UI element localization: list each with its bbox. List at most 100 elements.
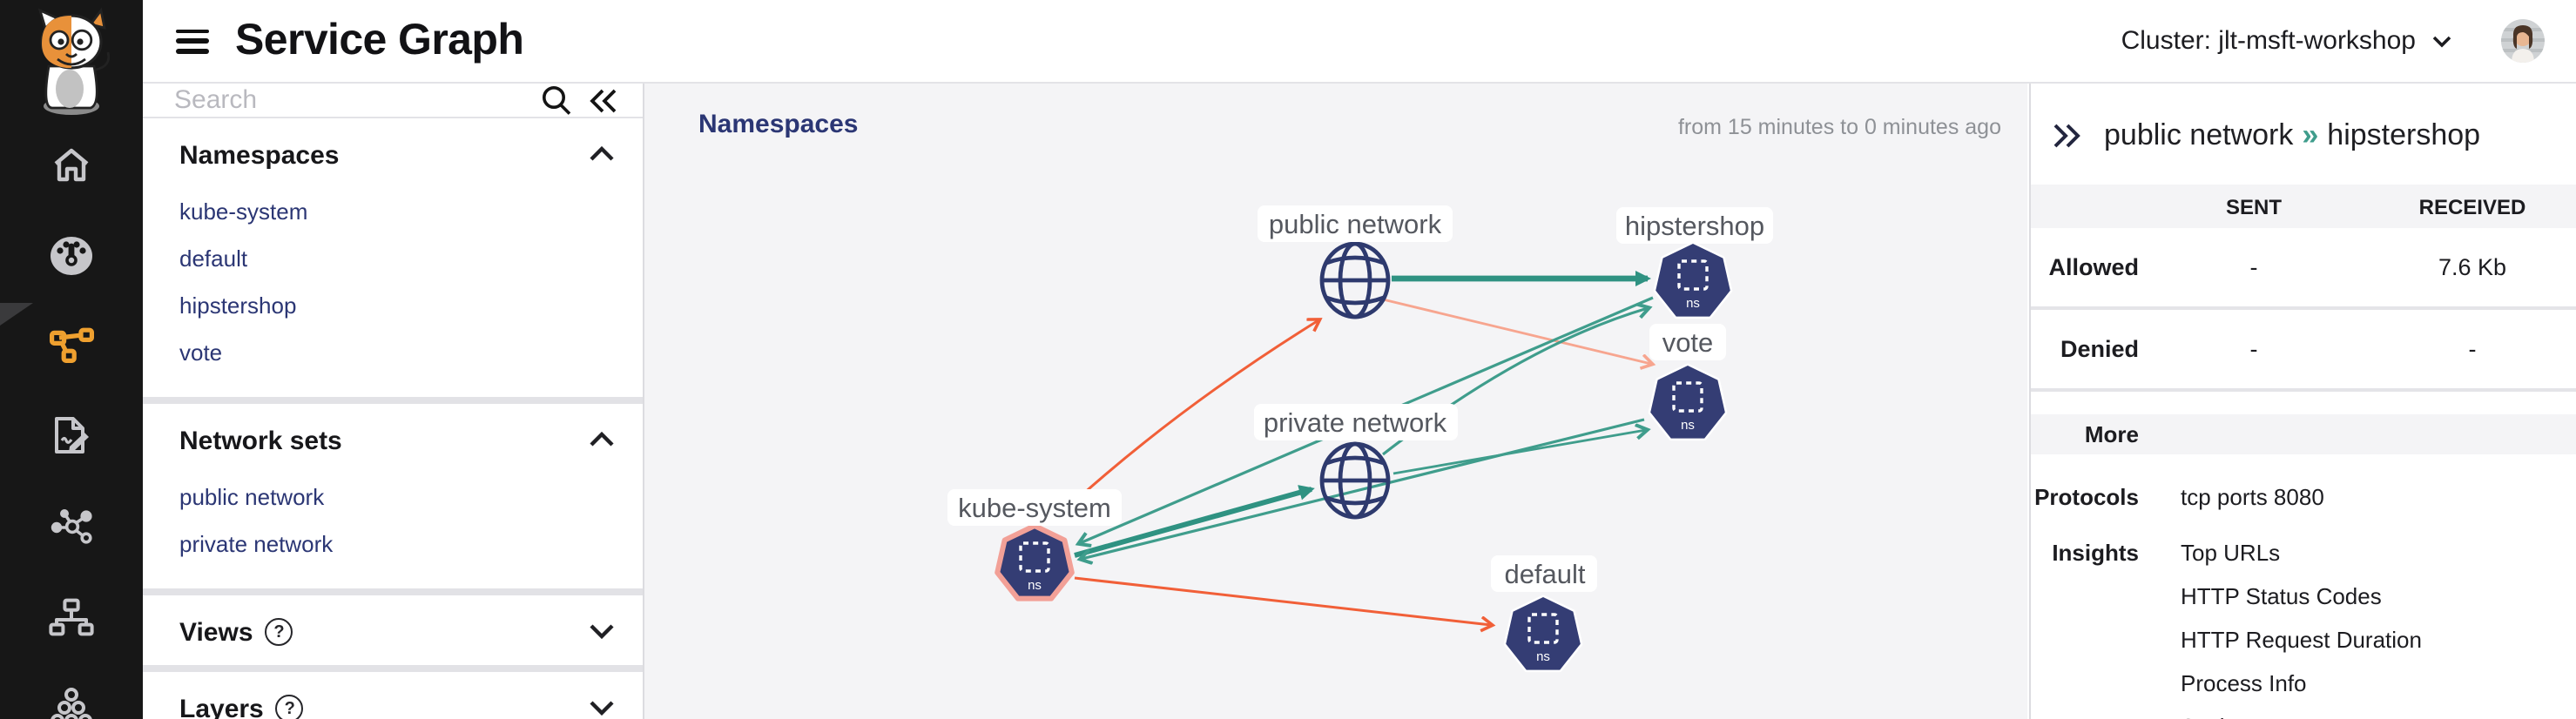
traffic-table-header: SENT RECEIVED [2031, 185, 2576, 228]
svg-text:ns: ns [1028, 578, 1042, 593]
chevron-up-icon[interactable] [589, 425, 615, 456]
section-views-header[interactable]: Views ? [143, 595, 643, 665]
home-icon[interactable] [49, 143, 94, 186]
section-network-sets-header[interactable]: Network sets [143, 404, 643, 474]
icon-rail [0, 0, 143, 719]
col-sent: SENT [2225, 194, 2282, 218]
collapse-panel-icon[interactable] [587, 86, 618, 114]
node-label-public-network[interactable]: public network [1258, 205, 1453, 242]
protocols-value: tcp ports 8080 [2181, 484, 2324, 510]
namespace-item[interactable]: vote [179, 339, 223, 366]
service-graph-canvas[interactable]: Namespaces from 15 minutes to 0 minutes … [644, 84, 2027, 719]
section-namespaces: Namespaces kube-system default hipstersh… [143, 118, 643, 404]
col-received: RECEIVED [2418, 194, 2526, 218]
chevron-up-icon[interactable] [589, 139, 615, 171]
cluster-nodes-icon[interactable] [49, 686, 94, 719]
namespace-item[interactable]: kube-system [179, 198, 308, 225]
edge-vote-kube-system[interactable] [1082, 418, 1645, 559]
edge-details-title: public network » hipstershop [2031, 84, 2576, 185]
more-label: More [2084, 421, 2139, 447]
node-kube-system[interactable]: ns [995, 523, 1075, 601]
section-namespaces-header[interactable]: Namespaces [143, 118, 643, 188]
section-title: Layers [179, 694, 264, 719]
search-icon[interactable] [540, 84, 573, 117]
node-public-network[interactable] [1319, 241, 1391, 319]
insight-item: Process Info [2181, 670, 2307, 696]
network-set-item[interactable]: private network [179, 531, 334, 557]
section-layers: Layers ? [143, 672, 643, 719]
svg-text:ns: ns [1681, 418, 1695, 433]
namespace-item[interactable]: default [179, 245, 248, 272]
canvas-heading: Namespaces [698, 110, 858, 138]
section-views: Views ? [143, 595, 643, 672]
help-icon[interactable]: ? [275, 695, 304, 719]
svg-text:ns: ns [1686, 296, 1700, 311]
more-section-header[interactable]: More [2031, 414, 2576, 454]
svg-text:ns: ns [1536, 649, 1550, 664]
node-label-vote[interactable]: vote [1649, 324, 1726, 360]
row-label: Allowed [2048, 254, 2139, 280]
chevron-down-icon[interactable] [589, 616, 615, 648]
svg-text:public network: public network [1269, 209, 1442, 239]
protocols-label: Protocols [2034, 484, 2139, 510]
time-range-label: from 15 minutes to 0 minutes ago [1678, 115, 2001, 139]
allowed-received-value: 7.6 Kb [2438, 254, 2507, 280]
help-icon[interactable]: ? [265, 618, 293, 646]
top-bar: Service Graph Cluster: jlt-msft-workshop [143, 0, 2576, 84]
insights-label: Insights [2052, 540, 2139, 566]
cluster-label: Cluster: jlt-msft-workshop [2121, 26, 2416, 56]
section-network-sets: Network sets public network private netw… [143, 404, 643, 595]
node-label-private-network[interactable]: private network [1254, 404, 1458, 440]
edge-private-network-vote[interactable] [1393, 430, 1646, 475]
edge-kube-system-private-network[interactable] [1074, 485, 1315, 558]
edge-public-network-vote[interactable] [1382, 298, 1651, 364]
filters-panel: Namespaces kube-system default hipstersh… [143, 84, 644, 719]
insight-item: HTTP Request Duration [2181, 627, 2422, 653]
chevron-down-icon[interactable] [589, 693, 615, 719]
section-title: Views [179, 617, 253, 647]
active-item-wedge [0, 303, 33, 348]
table-row-allowed: Allowed - 7.6 Kb [2031, 228, 2576, 310]
app-logo-cat[interactable] [21, 7, 122, 118]
network-set-item[interactable]: public network [179, 484, 325, 510]
report-editor-icon[interactable] [49, 414, 94, 458]
hamburger-menu-icon[interactable] [176, 29, 209, 53]
flow-direction-icon: » [2302, 118, 2319, 151]
section-title: Namespaces [179, 140, 340, 170]
protocols-row: Protocols tcp ports 8080 [2031, 484, 2576, 510]
node-hipstershop[interactable]: ns [1653, 241, 1733, 319]
insights-row: Insights Top URLs HTTP Status Codes HTTP… [2031, 540, 2576, 719]
svg-text:default: default [1504, 559, 1585, 589]
dashboard-gauge-icon[interactable] [49, 233, 94, 277]
search-input[interactable] [174, 85, 526, 115]
user-avatar[interactable] [2501, 19, 2545, 63]
traffic-table: SENT RECEIVED Allowed - 7.6 Kb Denied - … [2031, 185, 2576, 392]
denied-received-value: - [2468, 336, 2477, 362]
node-label-kube-system[interactable]: kube-system [947, 489, 1122, 526]
svg-text:hipstershop: hipstershop [1625, 211, 1764, 241]
row-label: Denied [2060, 336, 2139, 362]
molecule-icon[interactable] [49, 505, 94, 548]
allowed-sent-value: - [2249, 254, 2258, 280]
section-layers-header[interactable]: Layers ? [143, 672, 643, 719]
service-graph-icon[interactable] [49, 324, 94, 367]
svg-text:kube-system: kube-system [958, 493, 1111, 523]
node-default[interactable]: ns [1503, 595, 1583, 673]
cluster-selector[interactable]: Cluster: jlt-msft-workshop [2121, 26, 2452, 56]
edge-kube-system-default[interactable] [1074, 576, 1491, 625]
source-node-label: public network [2104, 118, 2294, 151]
hierarchy-icon[interactable] [49, 595, 94, 639]
insight-item: HTTP Status Codes [2181, 583, 2382, 609]
expand-panel-icon[interactable] [2052, 122, 2083, 150]
namespace-item[interactable]: hipstershop [179, 292, 297, 319]
target-node-label: hipstershop [2327, 118, 2481, 151]
search-row [143, 84, 643, 118]
node-label-hipstershop[interactable]: hipstershop [1616, 207, 1773, 244]
details-panel: public network » hipstershop SENT RECEIV… [2029, 84, 2576, 719]
node-private-network[interactable] [1319, 441, 1391, 520]
node-vote[interactable]: ns [1648, 363, 1728, 441]
svg-text:vote: vote [1662, 327, 1714, 358]
insight-item: Sockets [2181, 714, 2576, 719]
node-label-default[interactable]: default [1491, 555, 1597, 592]
